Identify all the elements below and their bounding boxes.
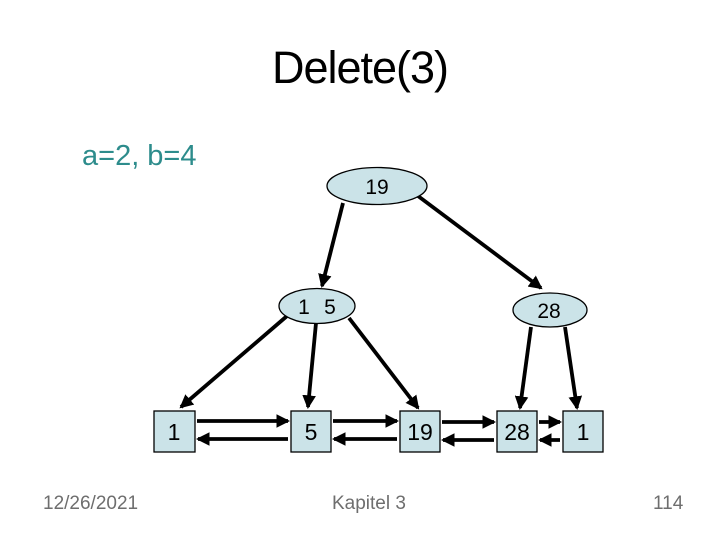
edge-root-to-right-internal xyxy=(416,194,543,290)
footer-chapter: Kapitel 3 xyxy=(332,493,406,514)
internal-left-key-1-label: 1 xyxy=(298,296,310,319)
internal-right-key-label: 28 xyxy=(537,300,560,323)
internal-node-left xyxy=(278,287,356,325)
ab-parameters-label: a=2, b=4 xyxy=(82,140,197,172)
leaf-node-1 xyxy=(153,410,196,453)
edge-left-internal-to-leaf-5 xyxy=(302,322,318,410)
edge-right-internal-to-leaf-1b xyxy=(563,326,583,411)
edge-root-to-left-internal xyxy=(318,202,345,288)
internal-left-key-2-label: 5 xyxy=(324,296,336,319)
edge-left-internal-to-leaf-1 xyxy=(179,314,289,409)
internal-node-right xyxy=(512,292,588,328)
leaf-node-1-label: 1 xyxy=(168,419,181,445)
footer-page-number: 114 xyxy=(653,493,684,514)
leaf-node-2 xyxy=(290,410,332,453)
leaf-node-3 xyxy=(399,410,441,453)
footer-date: 12/26/2021 xyxy=(43,493,139,514)
leaf-node-2-label: 5 xyxy=(305,419,318,445)
root-key-label: 19 xyxy=(365,176,388,199)
root-node xyxy=(326,166,428,206)
leaf-node-3-label: 19 xyxy=(407,419,433,445)
edge-left-internal-to-leaf-19 xyxy=(347,316,420,410)
leaf-node-4 xyxy=(496,410,538,453)
leaf-node-4-label: 28 xyxy=(504,419,530,445)
edge-right-internal-to-leaf-28 xyxy=(514,326,533,411)
slide-title: Delete(3) xyxy=(271,42,449,93)
leaf-node-5 xyxy=(562,410,604,453)
leaf-node-5-label: 1 xyxy=(577,419,590,445)
